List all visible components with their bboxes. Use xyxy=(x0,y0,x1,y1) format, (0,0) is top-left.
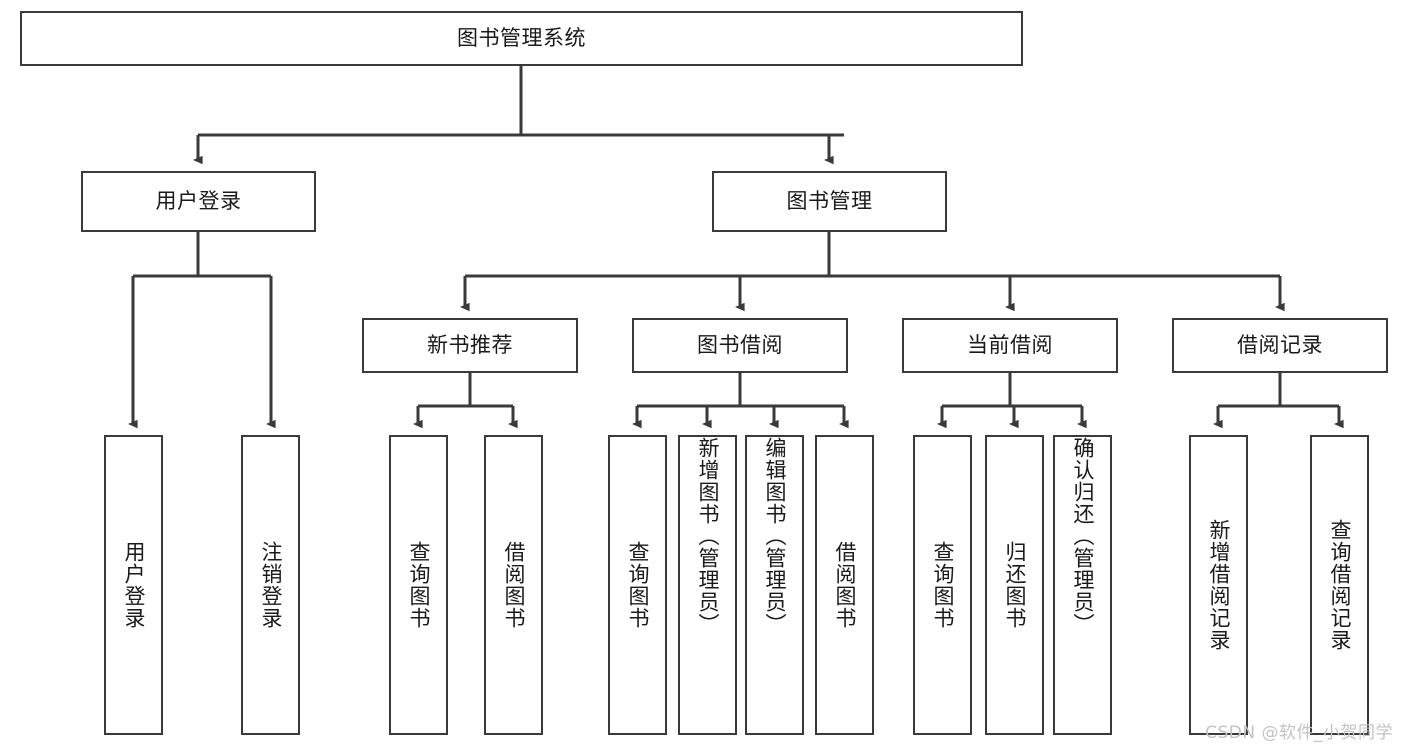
node-new-book-recommend-label: 新书推荐 xyxy=(427,333,513,357)
node-book-borrow[interactable]: 图书借阅 xyxy=(632,318,848,373)
node-new-book-recommend[interactable]: 新书推荐 xyxy=(362,318,578,373)
node-user-login[interactable]: 用户登录 xyxy=(81,171,316,232)
node-leaf-return-book-label: 归还图书 xyxy=(1002,541,1027,629)
node-leaf-query-book-1[interactable]: 查询图书 xyxy=(389,435,448,735)
node-leaf-return-book[interactable]: 归还图书 xyxy=(985,435,1044,735)
node-leaf-add-book[interactable]: 新增图书（管理员） xyxy=(678,435,737,735)
node-leaf-query-book-2-label: 查询图书 xyxy=(625,541,650,629)
node-leaf-edit-book-label: 编辑图书（管理员） xyxy=(762,437,787,635)
node-leaf-borrow-book-1[interactable]: 借阅图书 xyxy=(484,435,543,735)
node-leaf-query-record-label: 查询借阅记录 xyxy=(1327,519,1352,651)
node-book-borrow-label: 图书借阅 xyxy=(697,333,783,357)
node-leaf-user-logout[interactable]: 注销登录 xyxy=(241,435,300,735)
node-leaf-borrow-book-2-label: 借阅图书 xyxy=(832,541,857,629)
watermark: CSDN @软件_小贺同学 xyxy=(1205,723,1393,743)
node-leaf-query-book-2[interactable]: 查询图书 xyxy=(608,435,667,735)
node-leaf-borrow-book-1-label: 借阅图书 xyxy=(501,541,526,629)
node-leaf-confirm-return-label: 确认归还（管理员） xyxy=(1070,437,1095,635)
node-leaf-add-book-label: 新增图书（管理员） xyxy=(695,437,720,635)
node-borrow-record[interactable]: 借阅记录 xyxy=(1172,318,1388,373)
node-current-borrow[interactable]: 当前借阅 xyxy=(902,318,1118,373)
node-leaf-query-book-1-label: 查询图书 xyxy=(406,541,431,629)
node-leaf-edit-book[interactable]: 编辑图书（管理员） xyxy=(745,435,804,735)
node-root[interactable]: 图书管理系统 xyxy=(20,11,1023,66)
node-leaf-add-record-label: 新增借阅记录 xyxy=(1206,519,1231,651)
node-current-borrow-label: 当前借阅 xyxy=(967,333,1053,357)
node-leaf-borrow-book-2[interactable]: 借阅图书 xyxy=(815,435,874,735)
node-leaf-query-book-3[interactable]: 查询图书 xyxy=(913,435,972,735)
node-leaf-user-logout-label: 注销登录 xyxy=(258,541,283,629)
node-leaf-query-book-3-label: 查询图书 xyxy=(930,541,955,629)
node-book-manage-label: 图书管理 xyxy=(786,189,873,213)
node-leaf-add-record[interactable]: 新增借阅记录 xyxy=(1189,435,1248,735)
node-leaf-user-login[interactable]: 用户登录 xyxy=(104,435,163,735)
node-leaf-confirm-return[interactable]: 确认归还（管理员） xyxy=(1053,435,1112,735)
node-borrow-record-label: 借阅记录 xyxy=(1237,333,1323,357)
node-book-manage[interactable]: 图书管理 xyxy=(712,171,947,232)
node-leaf-user-login-label: 用户登录 xyxy=(121,541,146,629)
node-root-label: 图书管理系统 xyxy=(457,26,586,50)
node-user-login-label: 用户登录 xyxy=(155,189,242,213)
node-leaf-query-record[interactable]: 查询借阅记录 xyxy=(1310,435,1369,735)
